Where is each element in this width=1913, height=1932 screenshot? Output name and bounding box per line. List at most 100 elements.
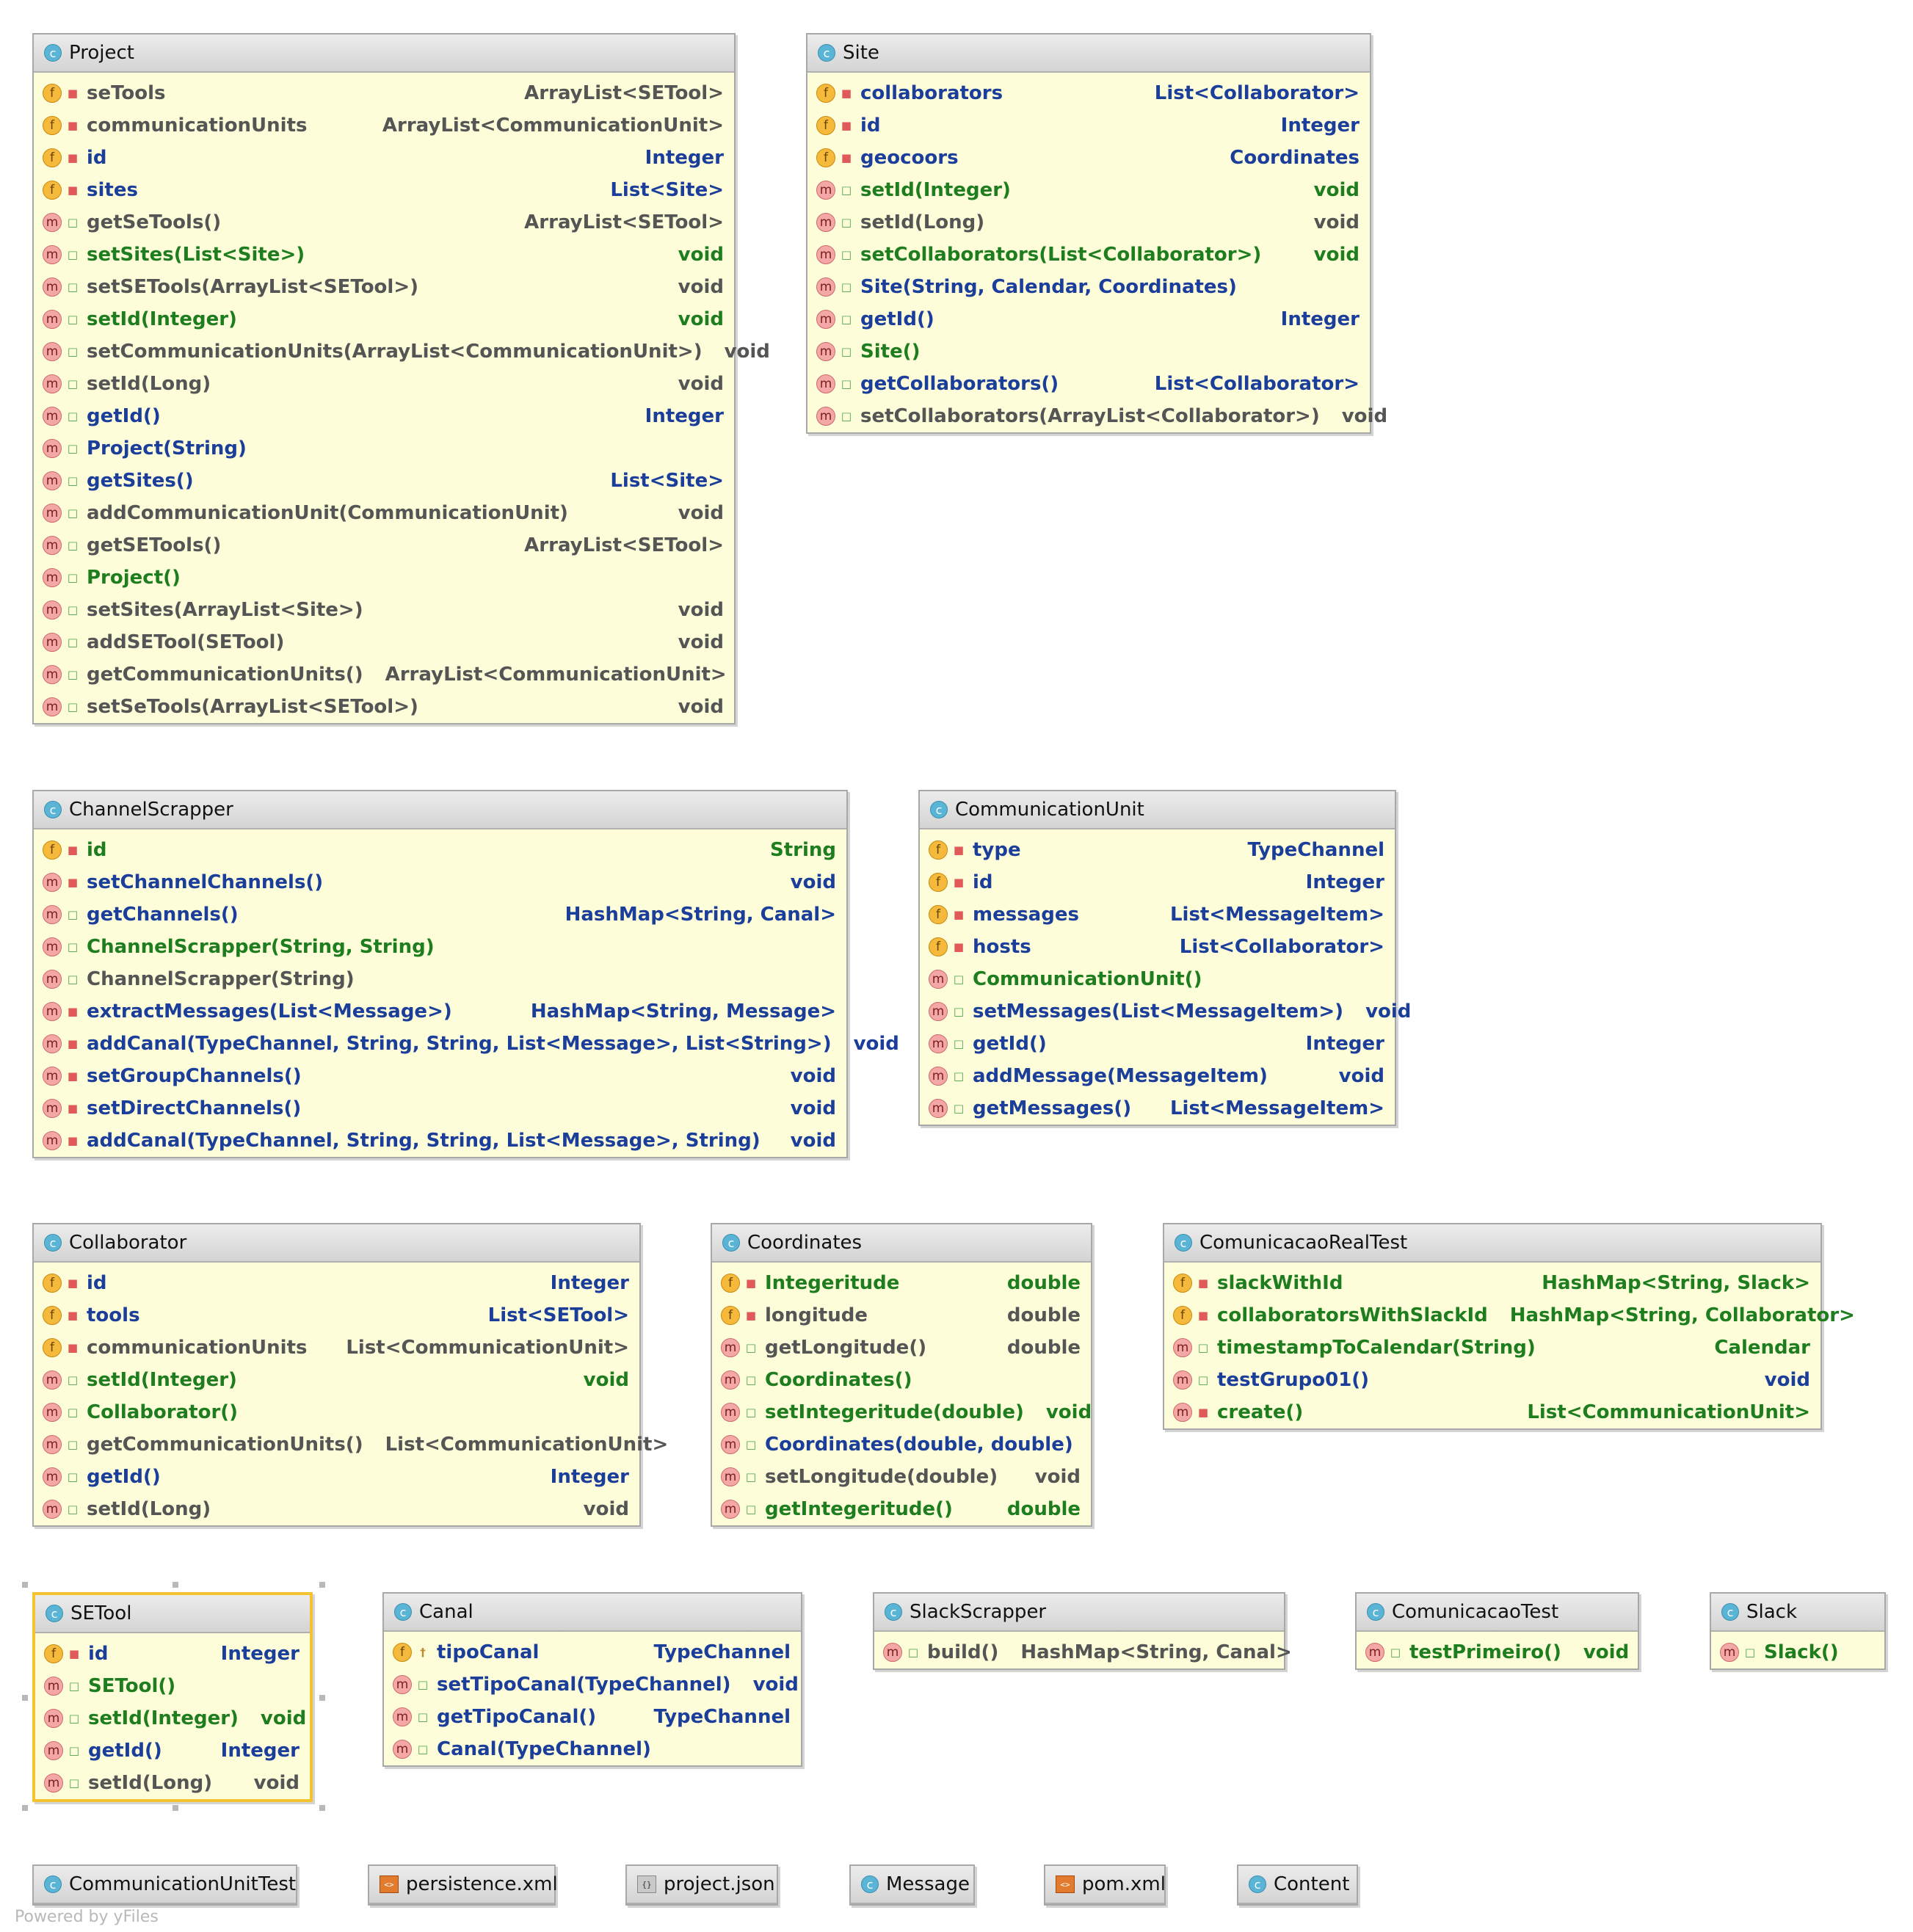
method-row[interactable]: m□getTipoCanal()TypeChannel — [384, 1701, 801, 1733]
method-row[interactable]: m■addCanal(TypeChannel, String, String, … — [34, 1028, 899, 1060]
method-row[interactable]: m□ChannelScrapper(String, String) — [34, 931, 846, 963]
node-header[interactable]: <>persistence.xml — [369, 1866, 558, 1904]
node-header[interactable]: {}project.json — [627, 1866, 777, 1904]
method-row[interactable]: m□setId(Long)void — [34, 368, 734, 400]
method-row[interactable]: m□Canal(TypeChannel) — [384, 1733, 801, 1765]
method-row[interactable]: m□Site(String, Calendar, Coordinates) — [807, 271, 1370, 303]
method-row[interactable]: m□Coordinates() — [712, 1364, 1091, 1396]
uml-node-persistence-xml[interactable]: <>persistence.xml — [368, 1864, 558, 1906]
method-row[interactable]: m□setTipoCanal(TypeChannel)void — [384, 1668, 801, 1701]
method-row[interactable]: m□setCollaborators(ArrayList<Collaborato… — [807, 400, 1387, 432]
uml-node-project-json[interactable]: {}project.json — [625, 1864, 778, 1906]
method-row[interactable]: m□getId()Integer — [34, 400, 734, 432]
method-row[interactable]: m□ChannelScrapper(String) — [34, 963, 846, 995]
method-row[interactable]: m□setSETools(ArrayList<SETool>)void — [34, 271, 734, 303]
method-row[interactable]: m□setId(Integer)void — [35, 1702, 310, 1735]
method-row[interactable]: m□Project() — [34, 562, 734, 594]
method-row[interactable]: m□setId(Long)void — [35, 1767, 310, 1799]
method-row[interactable]: m□Collaborator() — [34, 1396, 639, 1428]
method-row[interactable]: m□getLongitude()double — [712, 1332, 1091, 1364]
selection-handle[interactable] — [173, 1805, 178, 1811]
method-row[interactable]: m□setSites(List<Site>)void — [34, 239, 734, 271]
node-header[interactable]: <>pom.xml — [1045, 1866, 1166, 1904]
method-row[interactable]: m□getId()Integer — [807, 303, 1370, 335]
method-row[interactable]: m□getIntegeritude()double — [712, 1493, 1091, 1525]
method-row[interactable]: m■extractMessages(List<Message>)HashMap<… — [34, 995, 846, 1028]
selection-handle[interactable] — [319, 1695, 325, 1701]
method-row[interactable]: m■create()List<CommunicationUnit> — [1164, 1396, 1821, 1428]
method-row[interactable]: m□addCommunicationUnit(CommunicationUnit… — [34, 497, 734, 529]
method-row[interactable]: m□Project(String) — [34, 432, 734, 465]
method-row[interactable]: m□addSETool(SETool)void — [34, 626, 734, 658]
method-row[interactable]: m□setId(Integer)void — [34, 1364, 639, 1396]
method-row[interactable]: m□getId()Integer — [35, 1735, 310, 1767]
method-row[interactable]: m□testGrupo01()void — [1164, 1364, 1821, 1396]
method-row[interactable]: m□setCollaborators(List<Collaborator>)vo… — [807, 239, 1370, 271]
method-row[interactable]: m□getChannels()HashMap<String, Canal> — [34, 898, 846, 931]
method-row[interactable]: m□testPrimeiro()void — [1357, 1636, 1638, 1668]
method-row[interactable]: m□setCommunicationUnits(ArrayList<Commun… — [34, 335, 770, 368]
method-row[interactable]: m□addMessage(MessageItem)void — [920, 1060, 1395, 1092]
method-row[interactable]: m□setMessages(List<MessageItem>)void — [920, 995, 1411, 1028]
method-row[interactable]: m□Slack() — [1711, 1636, 1884, 1668]
method-row[interactable]: m□setIntegeritude(double)void — [712, 1396, 1092, 1428]
selection-handle[interactable] — [22, 1805, 28, 1811]
selection-handle[interactable] — [22, 1582, 28, 1588]
method-row[interactable]: m□getId()Integer — [920, 1028, 1395, 1060]
method-row[interactable]: m□getSites()List<Site> — [34, 465, 734, 497]
selection-handle[interactable] — [319, 1805, 325, 1811]
method-row[interactable]: m■setChannelChannels()void — [34, 866, 846, 898]
method-row[interactable]: m□setId(Integer)void — [807, 174, 1370, 206]
method-row[interactable]: m□getSETools()ArrayList<SETool> — [34, 529, 734, 562]
method-row[interactable]: m□getCommunicationUnits()ArrayList<Commu… — [34, 658, 734, 691]
uml-node-pom-xml[interactable]: <>pom.xml — [1044, 1864, 1166, 1906]
method-row[interactable]: m□Site() — [807, 335, 1370, 368]
method-row[interactable]: m□setId(Long)void — [34, 1493, 639, 1525]
method-row[interactable]: m□getSeTools()ArrayList<SETool> — [34, 206, 734, 239]
method-row[interactable]: m■setDirectChannels()void — [34, 1092, 846, 1125]
method-row[interactable]: m□getCollaborators()List<Collaborator> — [807, 368, 1370, 400]
method-row[interactable]: m□getMessages()List<MessageItem> — [920, 1092, 1395, 1125]
method-row[interactable]: m□SETool() — [35, 1670, 310, 1702]
